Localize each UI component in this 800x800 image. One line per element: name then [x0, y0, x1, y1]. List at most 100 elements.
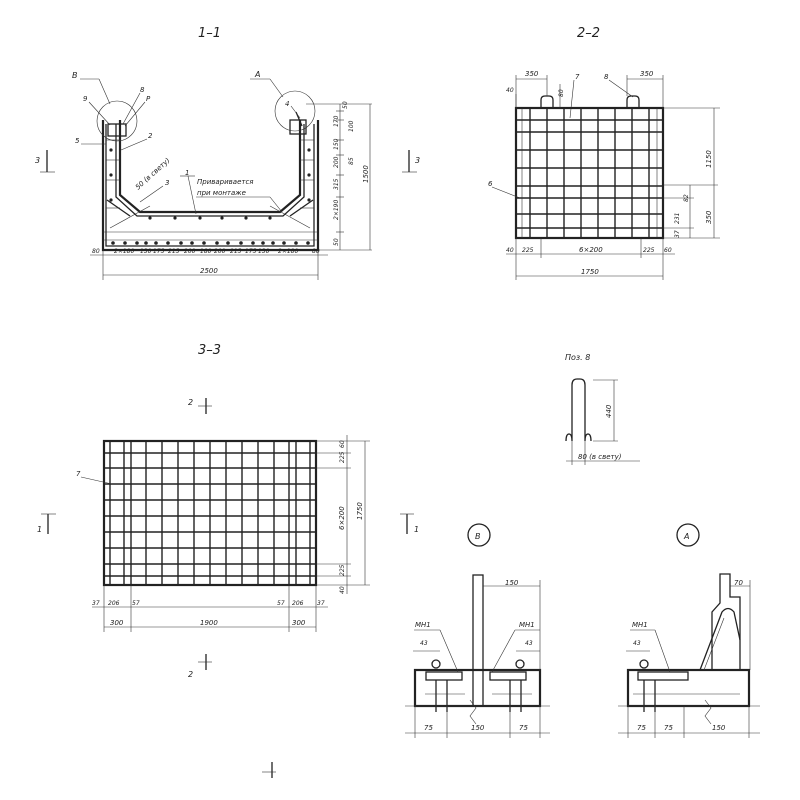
- dim-3b-300-left: 300: [110, 619, 124, 627]
- dim-b2-225-right: 225: [643, 247, 655, 254]
- section-3-3-title: 3–3: [198, 343, 221, 358]
- dim-3b-1900: 1900: [200, 619, 218, 627]
- dim-r-1: 170: [333, 115, 340, 127]
- dim-82: 82: [683, 194, 690, 202]
- callout-1: 1: [185, 169, 189, 177]
- dim-3r-225-bottom: 225: [339, 564, 346, 576]
- dim-overall-2500: 2500: [200, 267, 218, 275]
- dim-3b-57-left: 57: [132, 600, 140, 607]
- dim-b2-40: 40: [506, 247, 514, 254]
- dim-350-right: 350: [705, 210, 713, 224]
- section-2-2-title: 2–2: [577, 26, 600, 41]
- poz-8-gap: 80 (в свету): [578, 453, 622, 461]
- callout-5: 5: [75, 137, 80, 145]
- hooks-2-2: [540, 95, 640, 108]
- note-welded-1: Приваривается: [197, 178, 254, 186]
- detail-a-dim-75-mid: 75: [664, 724, 673, 732]
- detail-b-badge: [467, 523, 491, 547]
- callout-2: 2: [148, 132, 153, 140]
- dim-b-3: 175: [153, 248, 165, 255]
- dim-b-0: 80: [92, 248, 100, 255]
- dims-right-1-1: 50 170 100 150 200 85 315 2×190 50 1500: [306, 101, 372, 251]
- poz-8-height: 440: [605, 404, 613, 418]
- cut-marker-3-right: 3: [402, 150, 420, 173]
- dim-r-8: 50: [333, 238, 340, 246]
- detail-a-mark: МН1: [632, 621, 648, 629]
- detail-b-dim-150-bottom: 150: [471, 724, 485, 732]
- dim-3b-37-left: 37: [92, 600, 100, 607]
- cut-marker-2-bottom: 2: [188, 654, 212, 679]
- dim-b-10: 130: [258, 248, 270, 255]
- detail-b-dim-75-left: 75: [424, 724, 433, 732]
- detail-b-label: В: [475, 532, 481, 541]
- callout-7: 7: [575, 73, 580, 81]
- dim-3r-1750: 1750: [356, 502, 364, 520]
- callout-7-3-3: 7: [76, 470, 81, 478]
- grid-3-3: [104, 441, 316, 585]
- dim-r-6: 315: [333, 178, 340, 190]
- section-1-1: 1–1: [35, 26, 420, 280]
- dims-right-2-2: 1150 82 231 37 350: [663, 107, 720, 239]
- dim-overall-1750: 1750: [581, 268, 599, 276]
- cut-label-2-top: 2: [188, 398, 193, 407]
- dim-b-9: 175: [245, 248, 257, 255]
- frame-2-2: [514, 106, 665, 240]
- dim-b-7: 200: [214, 248, 226, 255]
- dim-r-7: 2×190: [333, 200, 340, 220]
- note-welded-2: при монтаже: [197, 189, 246, 197]
- detail-b-mark-right: МН1: [519, 621, 535, 629]
- dim-b-5: 200: [184, 248, 196, 255]
- dims-bottom-1-1: 80 2×180 130 175 215 200 180 200 215 175…: [90, 248, 328, 280]
- dim-b-8: 215: [230, 248, 242, 255]
- detail-b-dim-43-left: 43: [420, 640, 428, 647]
- u-frame: [101, 120, 320, 252]
- callout-6: 6: [488, 180, 493, 188]
- detail-b-dim-75-right: 75: [519, 724, 528, 732]
- callout-8-b: 8: [604, 73, 609, 81]
- dims-bottom-3-3: 37 206 57 57 206 37 300 1900 300: [92, 585, 328, 632]
- detail-a-dim-150: 150: [712, 724, 726, 732]
- dim-b-12: 80: [312, 248, 320, 255]
- grid-2-2: [516, 108, 663, 238]
- dim-top-350-right: 350: [640, 70, 654, 78]
- dim-3b-57-right: 57: [277, 600, 285, 607]
- dim-1150: 1150: [705, 150, 713, 168]
- cut-label-1-left: 1: [37, 525, 42, 534]
- dim-b-1: 2×180: [114, 248, 134, 255]
- dim-37: 37: [674, 230, 681, 238]
- dim-r-4: 200: [333, 156, 340, 168]
- poz-8-title: Поз. 8: [565, 353, 590, 362]
- dim-3r-225-top: 225: [339, 451, 346, 463]
- cut-label-2-bottom: 2: [188, 670, 193, 679]
- detail-circle-a: [274, 90, 316, 132]
- cut-label-3-right: 3: [415, 156, 420, 165]
- detail-a-badge: [676, 523, 700, 547]
- cut-marker-2-top: 2: [188, 398, 212, 414]
- dim-3b-300-right: 300: [292, 619, 306, 627]
- dim-b2-225-left: 225: [522, 247, 534, 254]
- cut-marker-fragment: [262, 762, 276, 778]
- dim-b2-60: 60: [664, 247, 672, 254]
- cut-marker-1-left: 1: [37, 513, 56, 534]
- dim-3b-206-right: 206: [292, 600, 304, 607]
- callout-b: В: [72, 71, 78, 80]
- dim-3r-40: 40: [339, 586, 346, 594]
- detail-a-dim-75-left: 75: [637, 724, 646, 732]
- dim-b-4: 215: [168, 248, 180, 255]
- detail-b-mark-left: МН1: [415, 621, 431, 629]
- cut-marker-1-right: 1: [400, 513, 419, 534]
- cut-marker-3-left: 3: [35, 150, 55, 173]
- detail-b-dim-150: 150: [505, 579, 519, 587]
- dim-r-overall: 1500: [362, 165, 370, 183]
- dim-r-5: 85: [348, 157, 355, 165]
- bar-dots: [109, 148, 311, 245]
- dim-80: 80: [558, 89, 565, 97]
- callout-8: 8: [140, 86, 145, 94]
- detail-b-dim-43-right: 43: [525, 640, 533, 647]
- dims-top-2-2: 350 350 7 8 40 80: [506, 70, 664, 119]
- dim-3r-60: 60: [339, 440, 346, 448]
- dim-b-2: 130: [140, 248, 152, 255]
- detail-a-dim-70: 70: [734, 579, 743, 587]
- callout-p: Р: [146, 95, 151, 103]
